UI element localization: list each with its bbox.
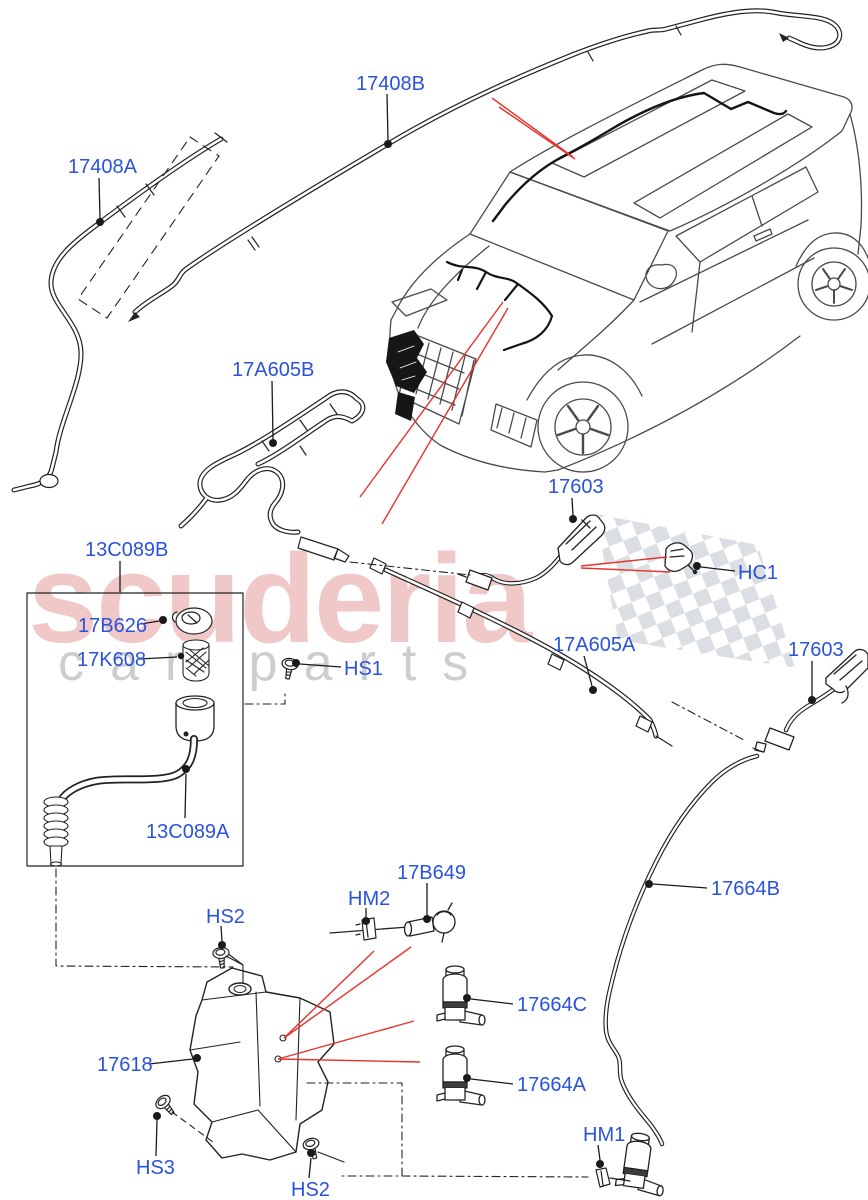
pump-17664A-drawing — [436, 1045, 486, 1106]
car-washer-reservoir-silhouette — [386, 330, 427, 421]
filler-neck-13C089A-drawing — [43, 695, 215, 867]
car-sunroof — [551, 79, 813, 219]
cap-17B626-drawing — [171, 607, 213, 635]
checkered-flag-watermark — [596, 514, 795, 668]
part-label-17664A[interactable]: 17664A — [517, 1074, 587, 1096]
clamp-HM1-drawing — [595, 1167, 631, 1188]
car-hood — [390, 233, 635, 371]
clip-HM2-drawing — [355, 917, 377, 941]
screw-link-lines — [225, 955, 345, 1163]
car-windshield — [469, 171, 669, 301]
part-label-HS1[interactable]: HS1 — [344, 658, 383, 680]
car-body-lines — [557, 113, 863, 471]
part-label-17618[interactable]: 17618 — [97, 1054, 153, 1076]
vehicle-illustration — [386, 63, 868, 473]
screw-HS2-upper-drawing — [211, 946, 231, 970]
hose-17408A-drawing — [11, 132, 228, 493]
part-labels: 17408A 17408B 17A605B 13C089B 17B626 17K… — [68, 73, 844, 1200]
jet-17B649-drawing — [329, 902, 456, 943]
car-front-wheel-arch — [526, 354, 643, 401]
reservoir-17618-drawing — [189, 952, 335, 1161]
part-label-HM1[interactable]: HM1 — [583, 1124, 625, 1146]
hose-17408A-dashed-outline — [77, 136, 220, 319]
red-callout-lines — [277, 97, 671, 1063]
car-rear-wheel — [797, 247, 868, 321]
part-label-HC1[interactable]: HC1 — [738, 562, 778, 584]
hose-17A605A-drawing — [369, 557, 673, 747]
part-label-17K608[interactable]: 17K608 — [77, 649, 146, 671]
part-label-HS3[interactable]: HS3 — [136, 1157, 175, 1179]
car-washer-reservoir-highlights — [397, 345, 417, 381]
car-side-glass — [675, 166, 819, 263]
hose-17A605B-drawing — [178, 389, 366, 563]
construction-lines — [55, 561, 745, 1178]
part-label-13C089B[interactable]: 13C089B — [85, 539, 168, 561]
part-label-17408B[interactable]: 17408B — [356, 73, 425, 95]
part-label-HS2-upper[interactable]: HS2 — [206, 906, 245, 928]
jet-17603-right-drawing — [754, 648, 868, 753]
pump-17664C-drawing — [436, 965, 486, 1026]
part-label-13C089A[interactable]: 13C089A — [146, 821, 230, 843]
car-roof-washer-hose — [491, 91, 788, 223]
part-label-17664C[interactable]: 17664C — [517, 994, 587, 1016]
car-foglamp — [490, 403, 538, 448]
assembly-13C089B-box — [26, 592, 244, 867]
car-cowl-harness — [445, 260, 554, 352]
car-roof — [509, 63, 853, 232]
part-label-HM2[interactable]: HM2 — [348, 888, 390, 910]
leader-lines — [96, 93, 816, 1179]
car-mirror — [645, 263, 677, 290]
car-front-wheel — [537, 381, 629, 473]
part-label-HS2-lower[interactable]: HS2 — [291, 1179, 330, 1200]
part-label-17A605A[interactable]: 17A605A — [553, 634, 636, 656]
part-label-17B626[interactable]: 17B626 — [78, 615, 147, 637]
jet-HC1-drawing — [664, 542, 698, 575]
part-label-17A605B[interactable]: 17A605B — [232, 359, 314, 381]
parts-illustrations — [11, 8, 868, 1197]
part-label-17603-top[interactable]: 17603 — [548, 476, 604, 498]
part-label-17664B[interactable]: 17664B — [711, 878, 780, 900]
hose-17408B-drawing — [128, 8, 843, 322]
part-label-17408A[interactable]: 17408A — [68, 156, 138, 178]
part-label-17603-right[interactable]: 17603 — [788, 639, 844, 661]
car-door-handle — [753, 228, 773, 242]
car-headlight — [391, 288, 448, 317]
screw-HS2-lower-drawing — [301, 1136, 324, 1162]
hose-17664B-drawing — [603, 747, 764, 1147]
jet-17603-top-drawing — [457, 514, 606, 591]
filter-17K608-drawing — [182, 639, 210, 682]
part-label-17B649[interactable]: 17B649 — [397, 862, 466, 884]
watermark-tagline-text: car parts — [58, 634, 494, 692]
car-rear-wheel-arch — [795, 232, 868, 267]
